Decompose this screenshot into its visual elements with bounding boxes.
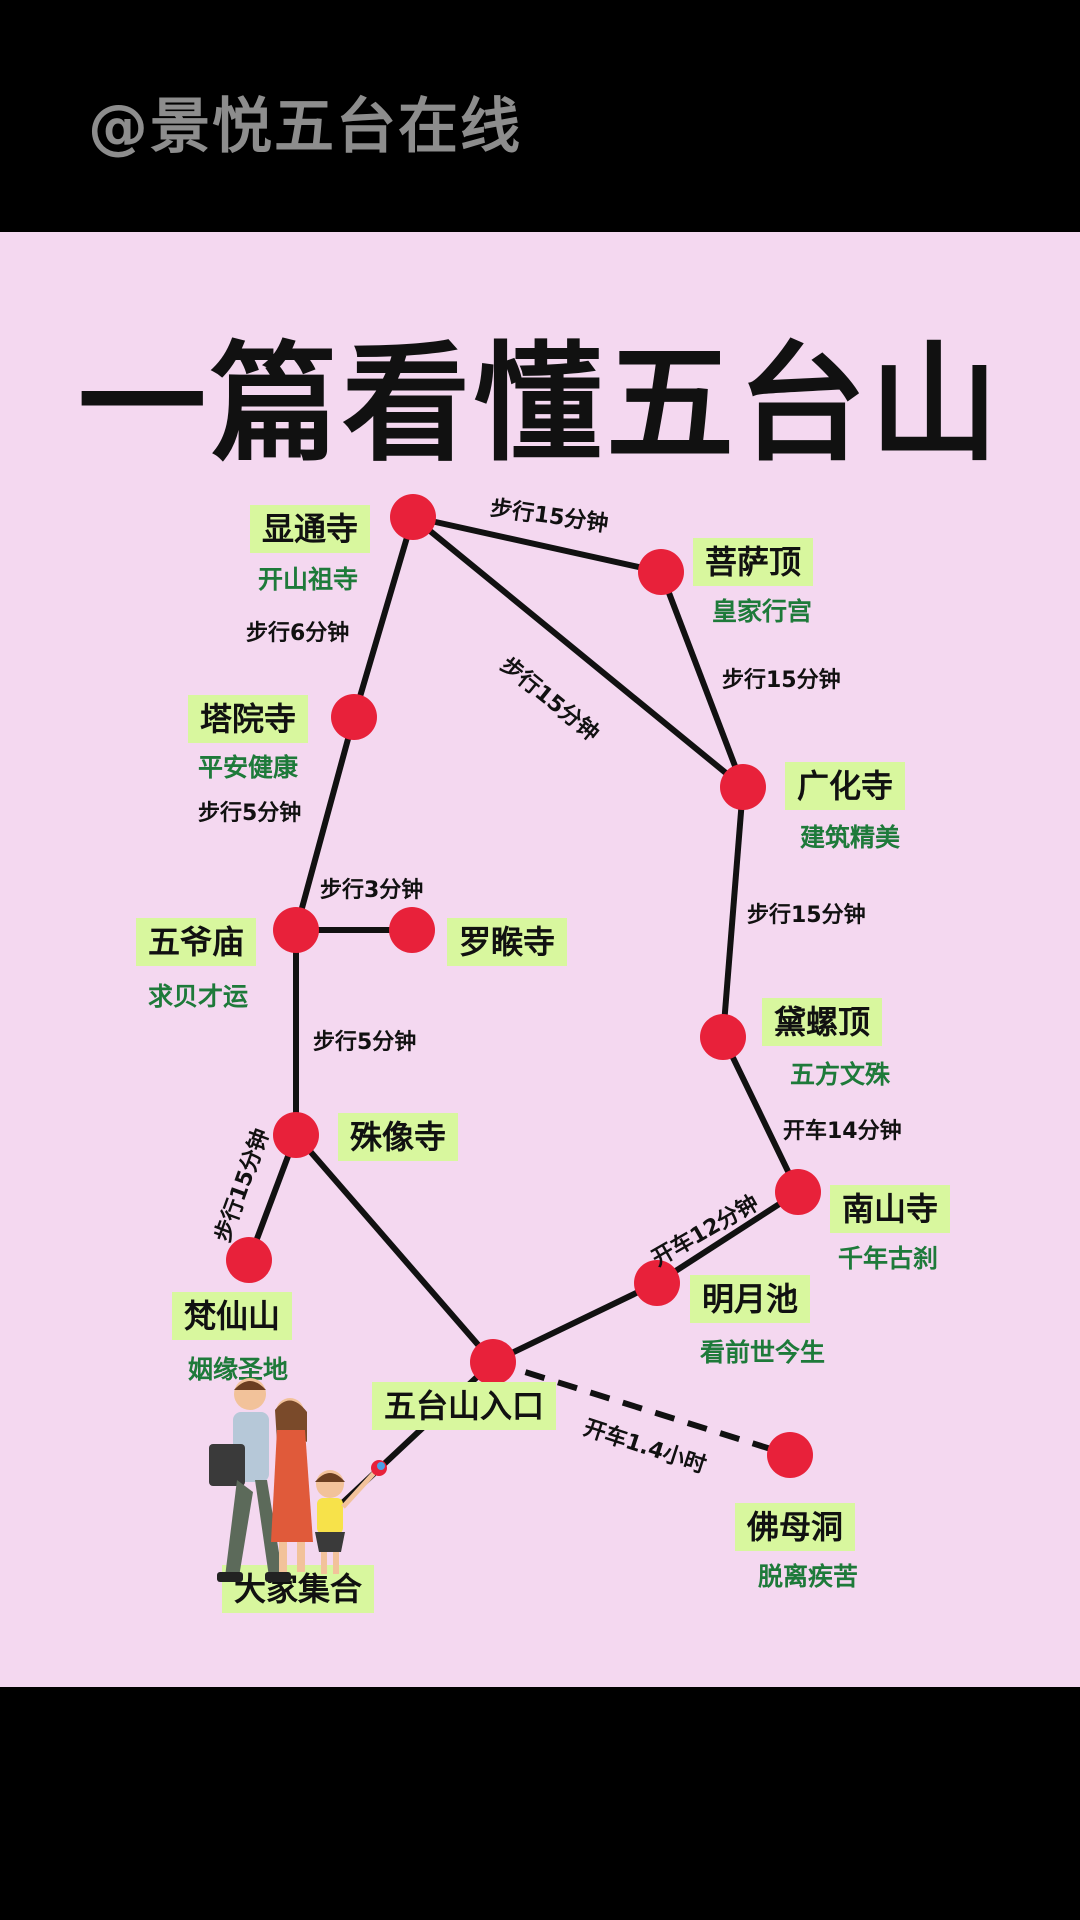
- route-line: [655, 1189, 800, 1286]
- node-fomu: [767, 1432, 813, 1478]
- route-line-dashed: [492, 1359, 791, 1458]
- node-fanxian: [226, 1237, 272, 1283]
- route-line: [720, 786, 746, 1038]
- sub-mingyue: 看前世今生: [700, 1338, 826, 1367]
- node-wuye: [273, 907, 319, 953]
- label-xiantong: 显通寺: [250, 505, 371, 553]
- node-mingyue: [634, 1260, 680, 1306]
- node-shuxiang: [273, 1112, 319, 1158]
- label-fanxian: 梵仙山: [172, 1292, 293, 1340]
- edge-label: 步行3分钟: [320, 878, 424, 903]
- family-illustration: [209, 1378, 387, 1582]
- edge-label: 步行6分钟: [246, 621, 350, 646]
- label-shuxiang: 殊像寺: [338, 1113, 459, 1161]
- sub-fomu: 脱离疾苦: [758, 1562, 859, 1591]
- label-pusa: 菩萨顶: [693, 538, 814, 586]
- route-line: [720, 1035, 801, 1194]
- edge-label: 步行15分钟: [747, 903, 866, 928]
- node-dailuo: [700, 1014, 746, 1060]
- route-line: [658, 570, 746, 789]
- route-line: [351, 516, 416, 718]
- sub-tayuan: 平安健康: [198, 753, 299, 782]
- sub-guanghua: 建筑精美: [800, 823, 901, 852]
- edge-label: 步行15分钟: [722, 668, 841, 693]
- label-nanshan: 南山寺: [830, 1185, 951, 1233]
- route-line: [293, 716, 357, 931]
- page-title: 一篇看懂五台山: [77, 330, 1002, 479]
- edge-label: 开车14分钟: [783, 1119, 902, 1144]
- label-luohou: 罗睺寺: [447, 918, 568, 966]
- node-pusa: [638, 549, 684, 595]
- edge-label: 步行5分钟: [198, 801, 302, 826]
- route-line: [293, 1133, 496, 1364]
- node-entrance: [470, 1339, 516, 1385]
- label-entrance: 五台山入口: [372, 1382, 557, 1430]
- label-guanghua: 广化寺: [785, 762, 906, 810]
- node-nanshan: [775, 1169, 821, 1215]
- sub-xiantong: 开山祖寺: [258, 565, 359, 594]
- sub-nanshan: 千年古刹: [838, 1244, 939, 1273]
- edge-label: 步行5分钟: [313, 1030, 417, 1055]
- label-wuye: 五爷庙: [136, 918, 257, 966]
- sub-pusa: 皇家行宫: [712, 597, 813, 626]
- sub-wuye: 求贝才运: [148, 982, 249, 1011]
- route-line: [412, 514, 662, 575]
- node-xiantong: [390, 494, 436, 540]
- sub-dailuo: 五方文殊: [790, 1060, 891, 1089]
- sub-fanxian: 姻缘圣地: [188, 1355, 289, 1384]
- label-fomu: 佛母洞: [735, 1503, 856, 1551]
- node-luohou: [389, 907, 435, 953]
- node-guanghua: [720, 764, 766, 810]
- watermark: @景悦五台在线: [88, 92, 522, 162]
- label-dailuo: 黛螺顶: [762, 998, 883, 1046]
- label-tayuan: 塔院寺: [188, 695, 309, 743]
- label-mingyue: 明月池: [690, 1275, 811, 1323]
- route-line: [491, 1280, 659, 1365]
- route-line: [411, 514, 745, 790]
- node-tayuan: [331, 694, 377, 740]
- label-gather: 大家集合: [222, 1565, 375, 1613]
